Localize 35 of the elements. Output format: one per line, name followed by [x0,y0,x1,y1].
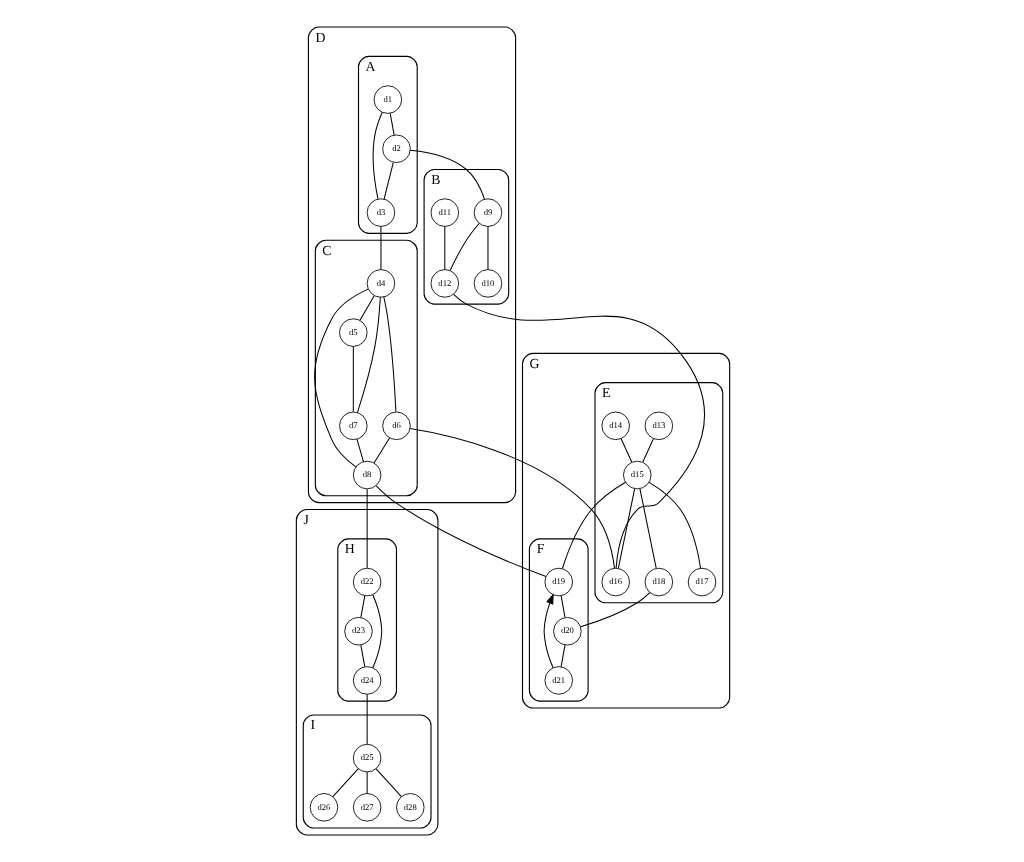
connector [359,644,365,668]
connector [579,592,650,628]
connector [641,438,653,463]
connector [371,111,382,200]
arrow [542,593,553,669]
connector [365,694,367,745]
connector [372,437,390,464]
connector [371,594,382,669]
connector [638,488,656,569]
connector [486,225,488,270]
connector [331,768,358,798]
connector [313,288,368,468]
connector [355,438,363,463]
connector [379,225,381,270]
connector [382,296,396,413]
connector [619,438,632,463]
connector [452,293,705,569]
connector [408,428,615,569]
connector [408,149,484,200]
connector [359,595,365,618]
connector [559,595,565,618]
connector [443,225,445,270]
connector [365,488,367,569]
connector [358,295,374,321]
connector [374,485,546,578]
connector [448,223,479,271]
connector [616,488,635,569]
connector [559,644,565,668]
connector [351,346,353,413]
connector [355,296,380,414]
connector [382,162,393,200]
connector [374,768,401,798]
connector [365,771,367,794]
connector [388,112,394,136]
connector [560,481,625,569]
